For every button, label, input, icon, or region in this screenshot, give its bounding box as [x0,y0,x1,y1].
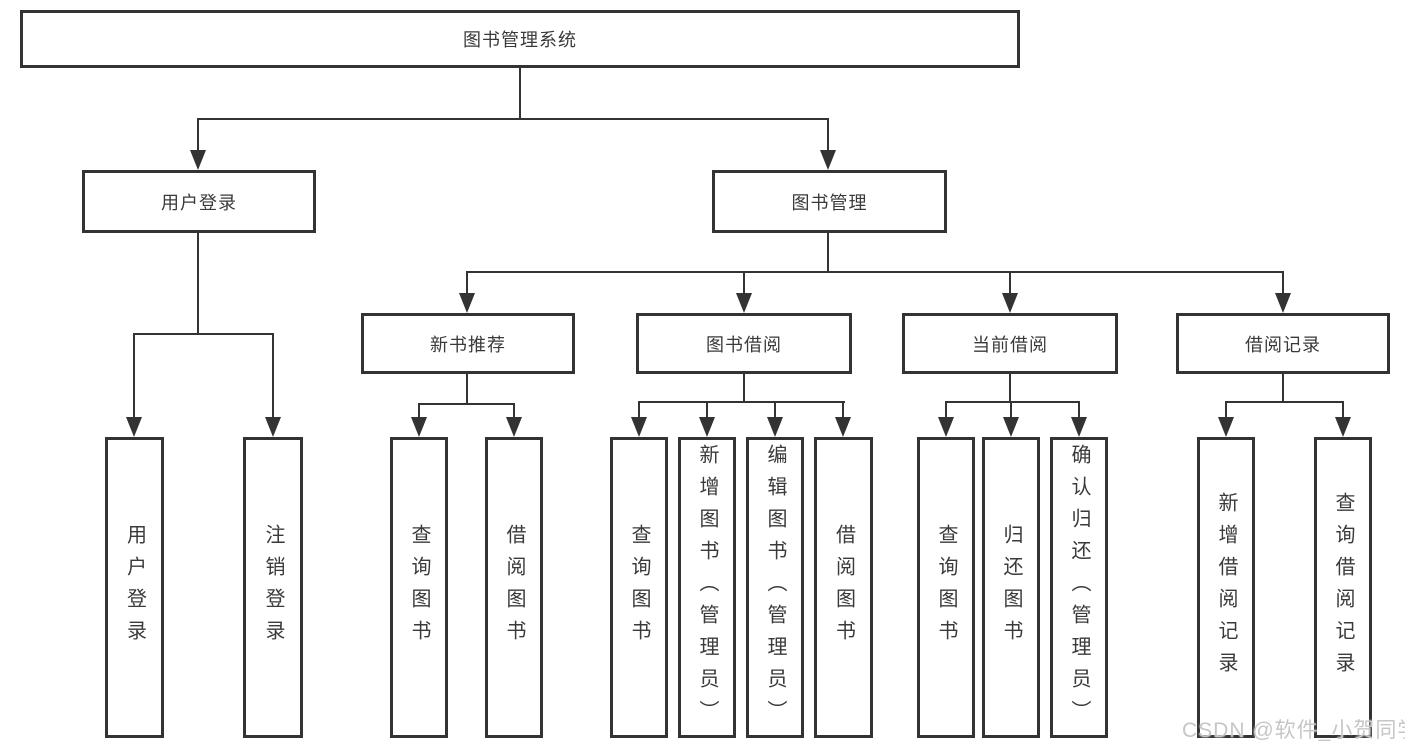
arrowhead-leaf [767,417,783,437]
connector-current-rail [946,401,1080,403]
arrowhead-leaf [1218,417,1234,437]
leaf-query-borrow-record: 查询借阅记录 [1314,437,1372,738]
leaf-label: 归还图书 [1000,523,1022,652]
arrowhead-leaf [1335,417,1351,437]
connector-leaf-drop [842,401,844,423]
connector-borrowing-drop [743,271,745,297]
leaf-add-book-admin: 新增图书（管理员） [678,437,736,738]
leaf-label: 新增借阅记录 [1215,491,1237,684]
leaf-edit-book-admin: 编辑图书（管理员） [746,437,804,738]
leaf-label: 查询图书 [408,523,430,652]
connector-leaf-logout-drop [272,333,274,421]
connector-user-login-drop [197,118,199,154]
connector-newbook-drop [466,271,468,297]
connector-user-login-rail [134,333,274,335]
connector-newbook-stem [466,374,468,405]
leaf-logout: 注销登录 [243,437,303,738]
leaf-label: 借阅图书 [832,523,855,652]
arrowhead-leaf [506,417,522,437]
connector-book-mgmt-drop [827,118,829,154]
connector-current-drop [1009,271,1011,297]
arrowhead-leaf [411,417,427,437]
arrowhead-leaf-logout [265,417,281,437]
connector-leaf-drop [1010,401,1012,423]
connector-leaf-drop [418,403,420,423]
leaf-user-login: 用户登录 [105,437,164,738]
leaf-label: 查询图书 [935,523,957,652]
arrowhead-user-login [190,150,206,170]
node-new-book-recommend: 新书推荐 [361,313,575,374]
leaf-query-books-borrowing: 查询图书 [610,437,668,738]
connector-current-stem [1009,374,1011,403]
leaf-query-books-recommend: 查询图书 [390,437,448,738]
leaf-confirm-return-admin: 确认归还（管理员） [1050,437,1108,738]
leaf-label: 用户登录 [123,523,146,652]
arrowhead-current [1002,293,1018,313]
leaf-label: 新增图书（管理员） [696,443,718,732]
connector-book-mgmt-rail [467,271,1284,273]
arrowhead-newbook [459,293,475,313]
node-library-system: 图书管理系统 [20,10,1020,68]
leaf-query-books-current: 查询图书 [917,437,975,738]
connector-leaf-drop [774,401,776,423]
leaf-label: 注销登录 [262,523,284,652]
connector-borrowing-rail [639,401,845,403]
arrowhead-book-mgmt [820,150,836,170]
connector-leaf-login-drop [133,333,135,421]
connector-newbook-rail [419,403,515,405]
node-current-borrowing: 当前借阅 [902,313,1118,374]
connector-leaf-drop [638,401,640,423]
arrowhead-records [1275,293,1291,313]
leaf-return-books: 归还图书 [982,437,1040,738]
connector-root-stem [519,68,521,120]
node-book-management: 图书管理 [712,170,947,233]
arrowhead-leaf [1003,417,1019,437]
arrowhead-leaf [1071,417,1087,437]
csdn-watermark: CSDN @软件_小贺同学 [1182,719,1405,742]
connector-leaf-drop [706,401,708,423]
connector-user-login-stem [197,233,199,335]
connector-leaf-drop [1225,401,1227,423]
leaf-label: 查询借阅记录 [1332,491,1354,684]
connector-records-drop [1282,271,1284,297]
leaf-borrow-books: 借阅图书 [814,437,873,738]
leaf-label: 借阅图书 [503,523,525,652]
connector-book-mgmt-stem [827,233,829,273]
leaf-label: 查询图书 [628,523,650,652]
connector-leaf-drop [513,403,515,423]
arrowhead-leaf [835,417,851,437]
connector-leaf-drop [1078,401,1080,423]
leaf-add-borrow-record: 新增借阅记录 [1197,437,1255,738]
arrowhead-leaf [938,417,954,437]
leaf-label: 编辑图书（管理员） [764,443,786,732]
connector-leaf-drop [945,401,947,423]
connector-borrowing-stem [743,374,745,403]
connector-records-rail [1226,401,1344,403]
arrowhead-borrowing [736,293,752,313]
node-book-borrowing: 图书借阅 [636,313,852,374]
node-borrowing-records: 借阅记录 [1176,313,1390,374]
arrowhead-leaf [631,417,647,437]
connector-leaf-drop [1342,401,1344,423]
leaf-label: 确认归还（管理员） [1068,443,1090,732]
arrowhead-leaf-login [126,417,142,437]
leaf-borrow-books-recommend: 借阅图书 [485,437,543,738]
arrowhead-leaf [699,417,715,437]
node-user-login: 用户登录 [82,170,316,233]
connector-records-stem [1282,374,1284,403]
connector-root-rail [198,118,829,120]
